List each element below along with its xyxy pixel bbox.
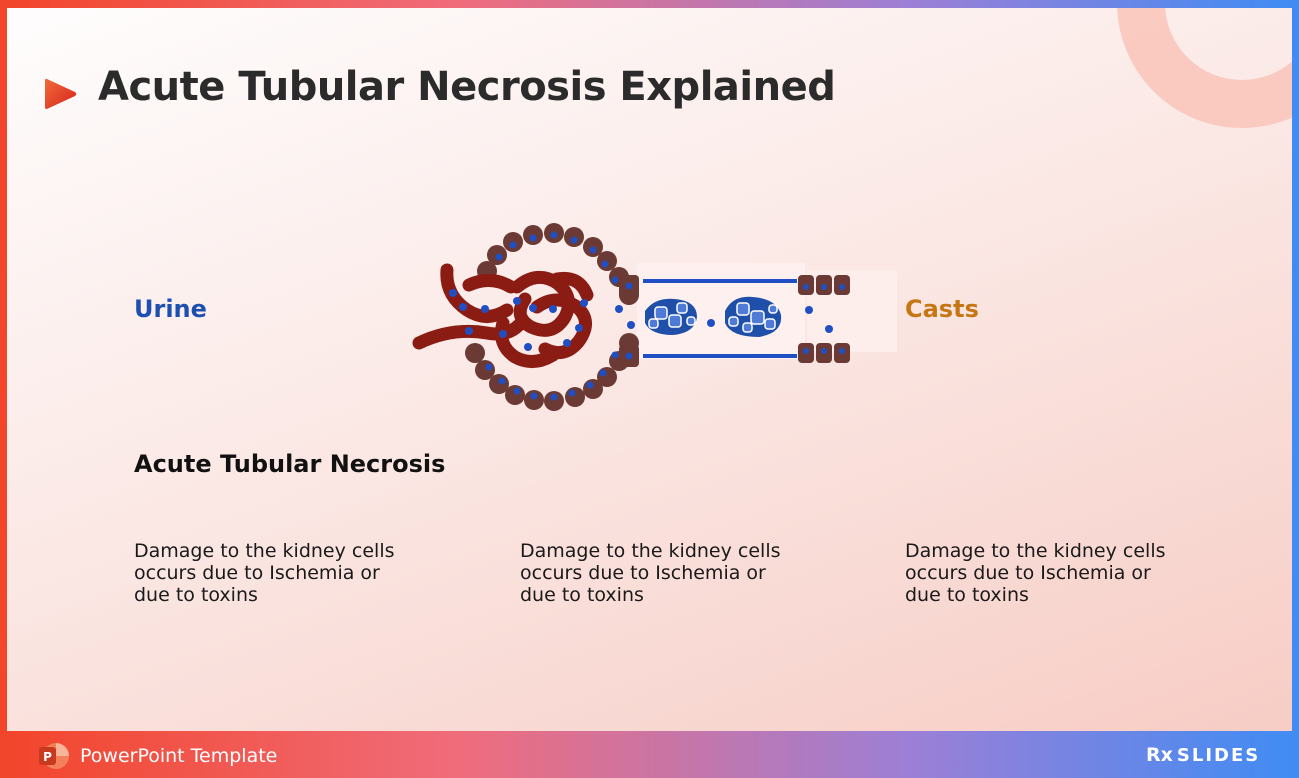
casts-label: Casts [905,295,979,323]
section-heading: Acute Tubular Necrosis [134,450,446,478]
capsule-nuclei [485,231,619,401]
cast-1 [645,298,697,335]
powerpoint-icon: P [39,743,69,769]
glomerulus-nuclei [449,289,588,351]
description-text: Damage to the kidney cells occurs due to… [134,540,395,606]
svg-text:P: P [43,750,52,764]
footer-text: PowerPoint Template [80,745,278,767]
glomerulus-tuft [412,263,594,368]
description-text: Damage to the kidney cells occurs due to… [520,540,781,606]
urine-label: Urine [134,295,207,323]
play-arrow-icon [45,78,77,109]
kidney-nephron-illustration [412,223,897,411]
footer-template-label: P PowerPoint Template [38,741,277,771]
brand-name: SLIDES [1176,744,1261,766]
tubule-wall-bottom [643,354,797,358]
page-title: Acute Tubular Necrosis Explained [98,64,836,110]
tubule-entry-cells [619,275,639,367]
cast-2 [725,296,782,337]
brand-rx: Rx [1146,744,1173,766]
tubule-exit-cells [798,275,850,363]
brand-logo: Rx SLIDES [1146,740,1260,770]
lumen-cells [615,305,833,333]
tubule-wall-top [643,279,797,283]
decorative-ring [1117,8,1292,128]
description-text: Damage to the kidney cells occurs due to… [905,540,1166,606]
slide-canvas: Acute Tubular Necrosis Explained Urine C… [7,8,1292,731]
